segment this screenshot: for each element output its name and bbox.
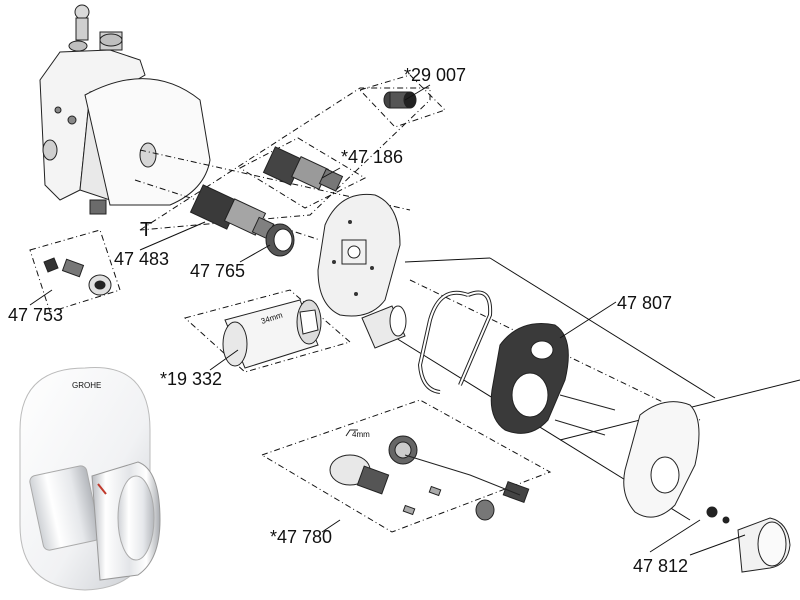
wrench-size-4mm: 4mm	[352, 430, 370, 439]
part-47765-ring	[265, 223, 295, 257]
part-19332-wrench	[222, 299, 322, 369]
t-marker: T	[140, 219, 152, 241]
frame-47780	[260, 399, 552, 533]
finished-trim-preview	[19, 367, 161, 591]
mounting-plate	[317, 193, 401, 317]
part-47186-cartridge	[262, 146, 344, 192]
part-47753-set	[43, 257, 112, 296]
frame-47753	[29, 229, 121, 313]
label-19332: *19 332	[160, 369, 222, 389]
label-47483: 47 483	[114, 249, 169, 269]
brand-mark: GROHE	[72, 381, 101, 390]
sleeve	[361, 305, 407, 349]
part-47807-frame	[490, 323, 569, 434]
leader-lines	[29, 84, 746, 556]
part-47780-kit	[329, 429, 530, 521]
label-47186: *47 186	[341, 147, 403, 167]
cover-plate	[623, 401, 700, 518]
frame-bracket-main	[139, 87, 431, 231]
part-47812-handle	[706, 506, 791, 573]
label-29007: *29 007	[404, 65, 466, 85]
label-47807: 47 807	[617, 293, 672, 313]
part-47483-cartridge	[189, 184, 275, 240]
label-47780: *47 780	[270, 527, 332, 547]
label-47812: 47 812	[633, 556, 688, 576]
label-47753: 47 753	[8, 305, 63, 325]
part-number-labels: *29 007 *47 186 47 483 47 765 47 753 *19…	[8, 65, 688, 576]
part-29007-fitting	[383, 91, 417, 109]
label-47765: 47 765	[190, 261, 245, 281]
seal-ring-inner	[418, 291, 492, 393]
frame-29007	[359, 74, 446, 128]
seal-ring	[417, 290, 493, 394]
rough-in-valve-body	[39, 4, 211, 215]
screws	[554, 394, 616, 436]
